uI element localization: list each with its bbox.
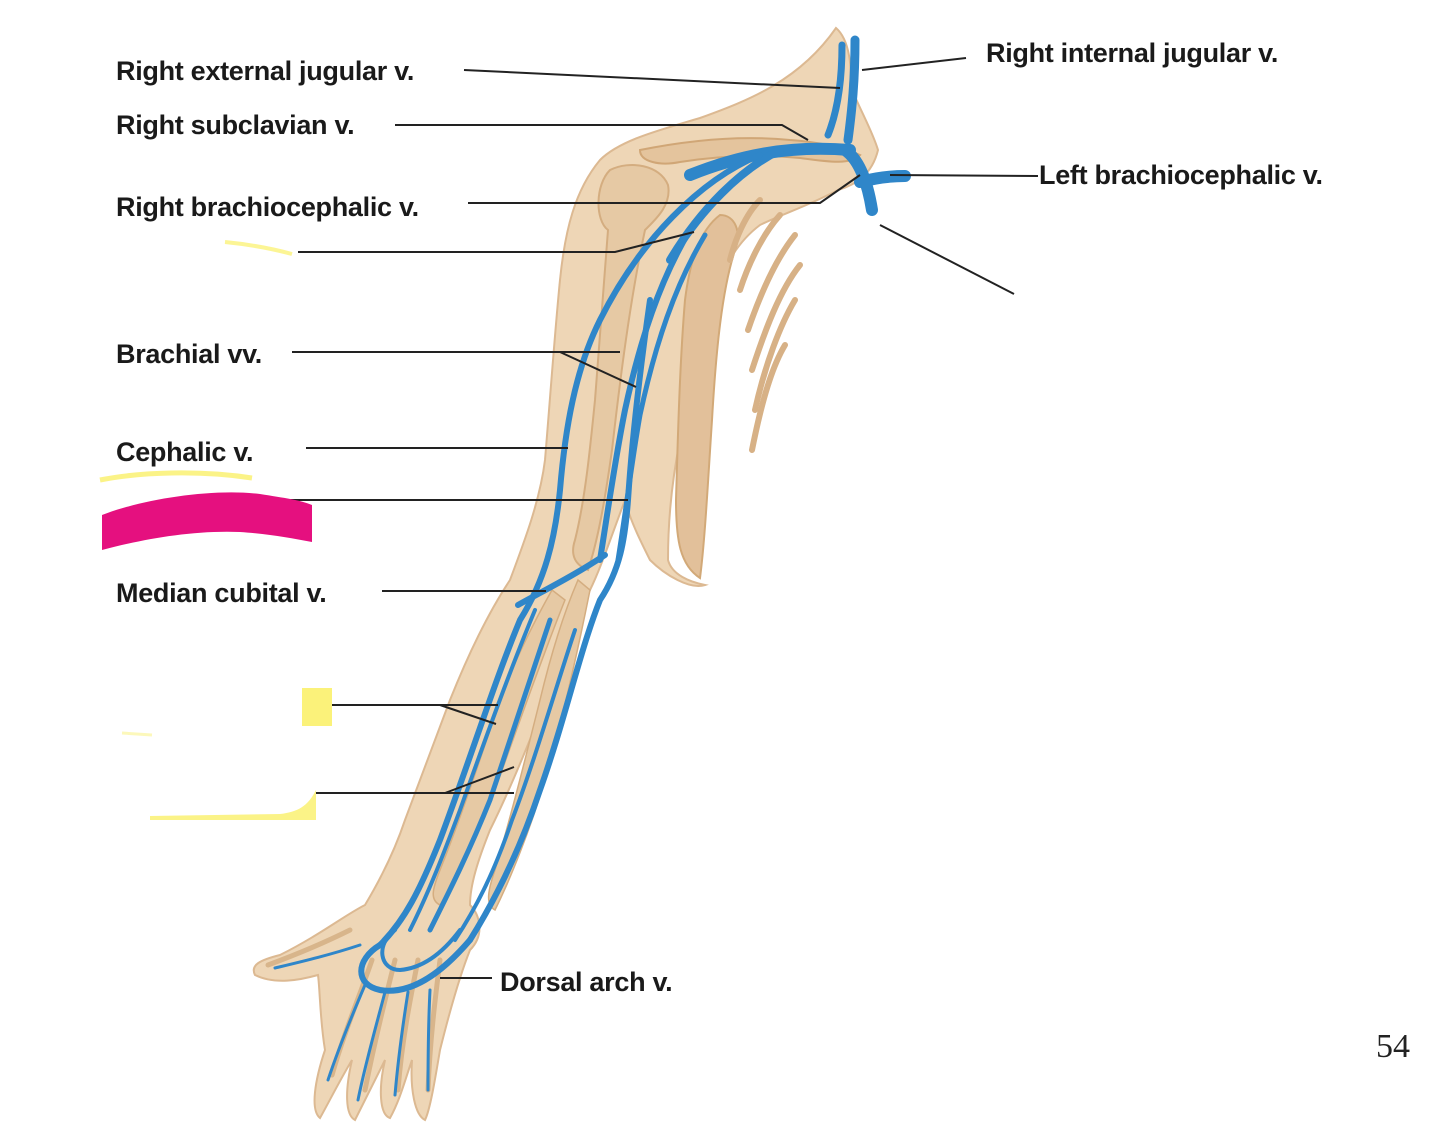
- humerus-bone: [572, 164, 670, 572]
- external-jugular-vein-path: [824, 41, 846, 139]
- leader-right-external-jugular: [463, 69, 841, 89]
- rib-outlines: [727, 197, 803, 453]
- ulnar-vein-path: [453, 628, 577, 942]
- magenta-redaction-block: [102, 492, 312, 550]
- median-antebrachial-vein-path: [427, 617, 553, 933]
- brachiocephalic-vein-path: [839, 144, 878, 216]
- leader-unlabeled-forearm-b: [439, 704, 497, 725]
- veins: [273, 35, 911, 1102]
- leader-right-brachiocephalic: [468, 174, 861, 204]
- label-left-brachiocephalic: Left brachiocephalic v.: [1039, 160, 1323, 190]
- label-cephalic: Cephalic v.: [116, 437, 254, 467]
- leader-right-subclavian: [395, 124, 809, 141]
- leader-lines: [258, 57, 1039, 979]
- yellow-highlight-cephalic: [99, 470, 253, 483]
- faint-yellow-streak: [121, 731, 153, 737]
- cephalic-vein-path: [377, 152, 763, 948]
- leader-unlabeled-axillary: [298, 231, 695, 253]
- label-right-brachiocephalic: Right brachiocephalic v.: [116, 192, 419, 222]
- median-cubital-vein-path: [515, 552, 608, 608]
- yellow-highlight-axillary: [224, 240, 293, 256]
- brachial-vein-path-a: [597, 227, 693, 563]
- scapula: [674, 213, 739, 580]
- label-median-cubital: Median cubital v.: [116, 578, 327, 608]
- label-brachial: Brachial vv.: [116, 339, 262, 369]
- leader-unlabeled-forearm-d: [444, 766, 515, 794]
- label-right-subclavian: Right subclavian v.: [116, 110, 355, 140]
- yellow-highlight-bracket: [150, 790, 316, 820]
- basilic-vein-path: [467, 297, 653, 943]
- label-right-internal-jugular: Right internal jugular v.: [986, 38, 1279, 68]
- dorsal-arch-vein-path: [358, 937, 473, 994]
- label-right-external-jugular: Right external jugular v.: [116, 56, 415, 86]
- label-dorsal-arch: Dorsal arch v.: [500, 967, 673, 997]
- dorsal-arch-inner-path: [380, 928, 462, 972]
- internal-jugular-vein-path: [843, 35, 860, 145]
- shoulder-and-neck: [252, 26, 880, 1122]
- left-brachiocephalic-vein-path: [854, 170, 911, 188]
- yellow-highlight-box: [302, 688, 332, 726]
- page-number: 54: [1376, 1028, 1410, 1065]
- leader-unlabeled-svc: [879, 224, 1015, 295]
- radial-vein-path: [408, 608, 537, 932]
- leader-left-brachiocephalic: [889, 174, 1039, 177]
- annotation-marks: [99, 240, 332, 820]
- leader-brachial-b: [559, 351, 637, 388]
- leader-right-internal-jugular: [861, 57, 967, 71]
